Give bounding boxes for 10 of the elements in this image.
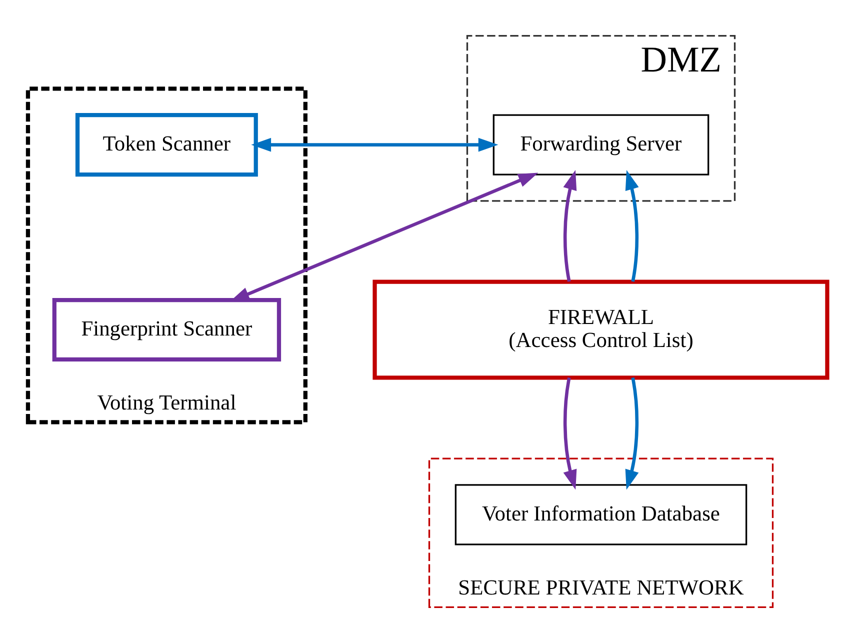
- arrow: [251, 137, 498, 152]
- arrow: [625, 170, 639, 282]
- arrow: [563, 376, 577, 490]
- node-box: Forwarding Server: [492, 114, 710, 175]
- node-box: Fingerprint Scanner: [52, 297, 282, 362]
- node-box: Token Scanner: [75, 112, 258, 176]
- arrow: [563, 170, 577, 282]
- node-box: Voter Information Database: [454, 484, 748, 545]
- node-box: FIREWALL (Access Control List): [372, 279, 830, 380]
- arrow: [625, 376, 639, 490]
